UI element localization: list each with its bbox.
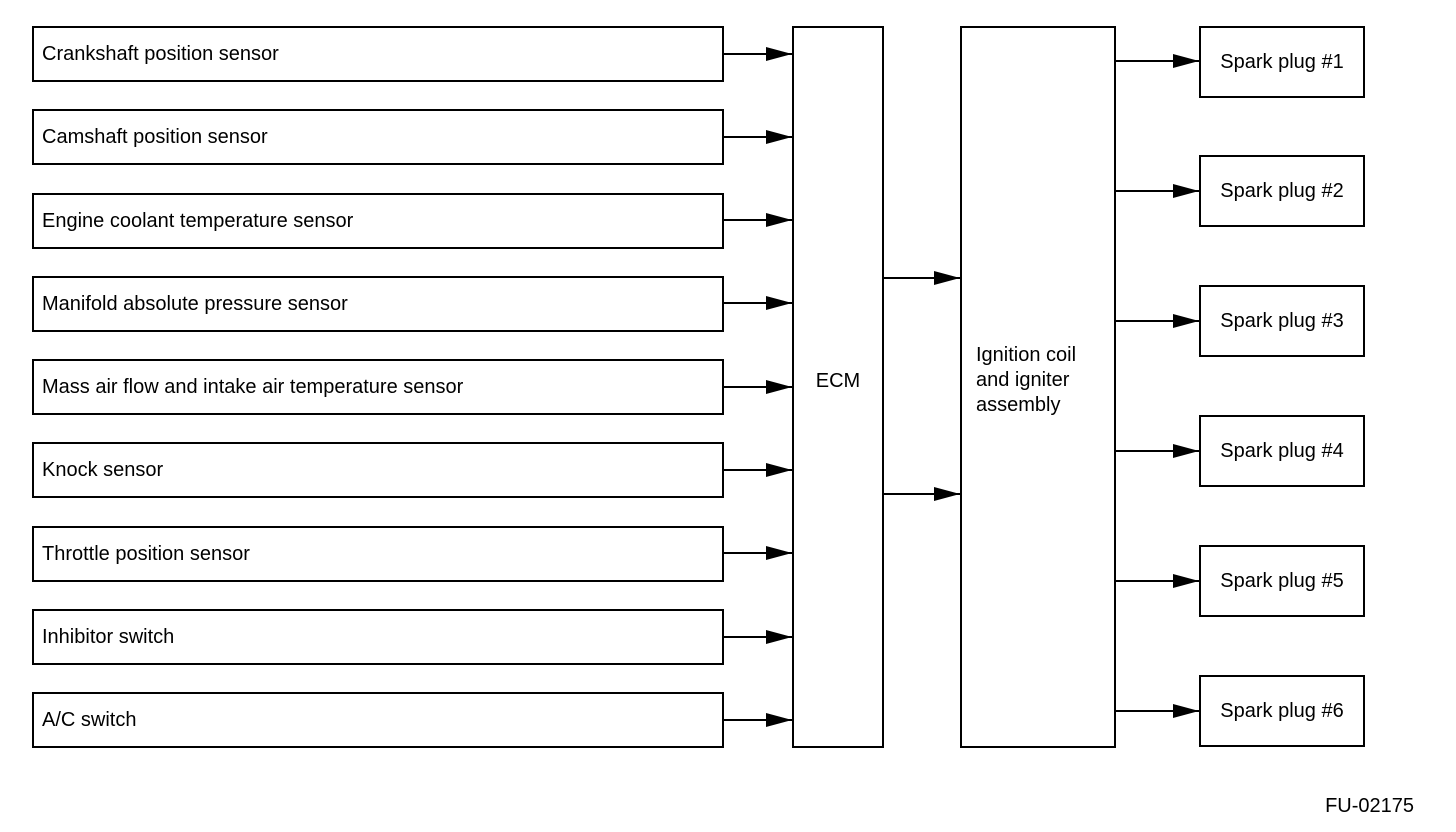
spark-plug-box-4: Spark plug #4 [1199,415,1365,487]
spark-plug-label: Spark plug #2 [1220,179,1344,202]
spark-plug-label: Spark plug #4 [1220,439,1344,462]
sensor-box-camshaft: Camshaft position sensor [32,109,724,165]
sensor-box-knock: Knock sensor [32,442,724,498]
ignition-coil-label: Ignition coil and igniter assembly [976,343,1076,418]
ignition-coil-box: Ignition coil and igniter assembly [960,26,1116,748]
sensor-box-inhibitor-switch: Inhibitor switch [32,609,724,665]
sensor-label: A/C switch [42,708,137,731]
ecm-label: ECM [815,370,861,392]
sensor-label: Knock sensor [42,458,164,481]
ignition-coil-line-3: assembly [976,394,1061,416]
spark-plug-box-2: Spark plug #2 [1199,155,1365,227]
spark-plug-box-1: Spark plug #1 [1199,26,1365,98]
figure-code: FU-02175 [1325,795,1414,817]
sensor-label: Manifold absolute pressure sensor [42,292,348,315]
sensor-label: Mass air flow and intake air temperature… [42,375,464,398]
sensor-label: Inhibitor switch [42,625,175,648]
sensor-label: Crankshaft position sensor [42,42,279,65]
spark-plug-label: Spark plug #6 [1220,699,1344,722]
sensor-box-throttle-position: Throttle position sensor [32,526,724,582]
sensor-label: Camshaft position sensor [42,125,268,148]
sensor-box-mass-air-flow: Mass air flow and intake air temperature… [32,359,724,415]
ecm-box: ECM [792,26,884,748]
spark-plug-label: Spark plug #3 [1220,309,1344,332]
spark-plug-label: Spark plug #1 [1220,50,1344,73]
spark-plug-box-5: Spark plug #5 [1199,545,1365,617]
spark-plug-label: Spark plug #5 [1220,569,1344,592]
sensor-label: Engine coolant temperature sensor [42,209,354,232]
sensor-box-crankshaft: Crankshaft position sensor [32,26,724,82]
sensor-label: Throttle position sensor [42,542,250,565]
ignition-coil-line-2: and igniter [976,369,1070,391]
sensor-box-manifold-pressure: Manifold absolute pressure sensor [32,276,724,332]
ignition-coil-line-1: Ignition coil [976,344,1077,366]
spark-plug-box-6: Spark plug #6 [1199,675,1365,747]
spark-plug-box-3: Spark plug #3 [1199,285,1365,357]
sensor-box-coolant-temp: Engine coolant temperature sensor [32,193,724,249]
sensor-box-ac-switch: A/C switch [32,692,724,748]
